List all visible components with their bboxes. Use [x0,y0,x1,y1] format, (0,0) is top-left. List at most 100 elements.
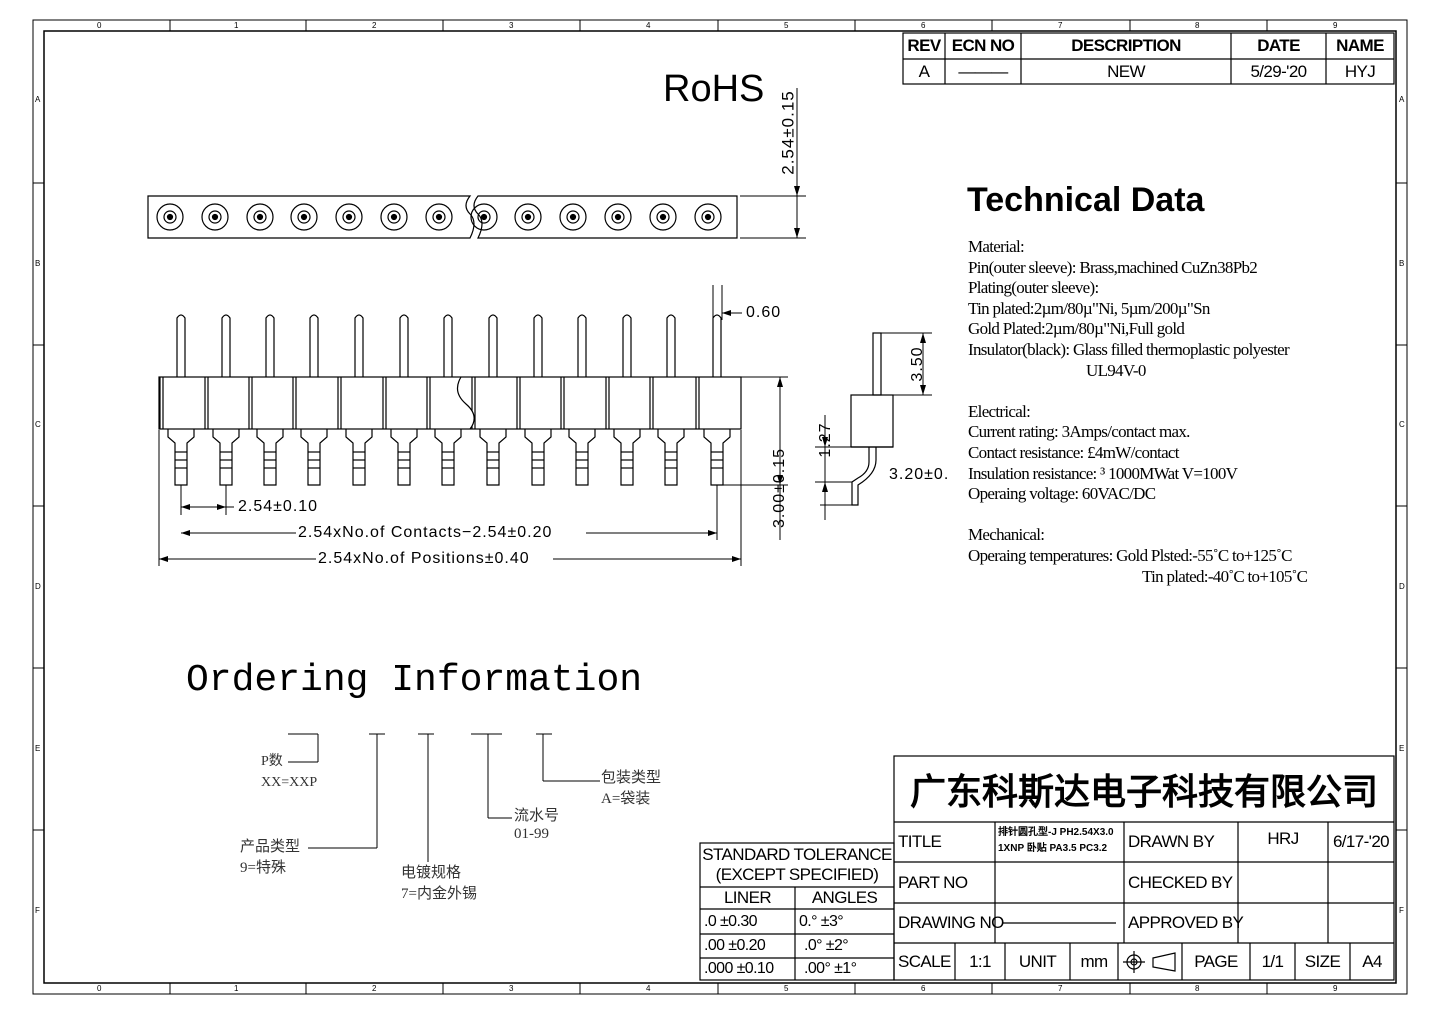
size-value: A4 [1362,951,1382,971]
pin-sleeve [212,429,240,486]
unit-value: mm [1080,951,1108,971]
contact-outline [604,203,632,231]
contact-outline [559,203,587,231]
pin-top [221,314,231,377]
pin-sleeve [613,429,641,486]
contact-center [390,213,398,221]
drawn-by-value: HRJ [1267,829,1299,848]
contact-center [659,213,667,221]
name-value: HYJ [1344,61,1376,81]
contact-center [704,213,712,221]
pin-top [622,314,632,377]
outer-frame [32,19,1408,995]
tolerance-angle-3: .00° ±1° [804,960,857,977]
pin-top [533,314,543,377]
title-label: TITLE [898,832,942,851]
frame-col-label: 9 [1333,21,1338,30]
frame-col-label: 5 [784,984,789,993]
technical-data-line: Gold Plated:2µm/80µ"Ni,Full gold [968,319,1185,339]
contact-outline [649,203,677,231]
frame-row-label: F [1399,906,1404,915]
contact-bore [566,210,580,224]
rev-header: REV [907,36,941,55]
frame-col-label: 0 [97,984,102,993]
contact-outline [470,203,498,231]
contact-bore [387,210,401,224]
contact-outline [201,203,229,231]
contact-bore [208,210,222,224]
frame-col-label: 8 [1195,984,1200,993]
page-label: PAGE [1194,951,1238,971]
technical-data-line: Insulator(black): Glass filled thermopla… [968,340,1290,359]
technical-data-line: Current rating: 3Amps/contact max. [968,422,1190,442]
pin-top [309,314,319,377]
ordering-title: Ordering Information [186,659,643,702]
drawing-no-label: DRAWING NO [898,913,1004,932]
tolerance-liner-header: LINER [723,888,772,907]
pin-sleeve [524,429,552,486]
serial-label: 流水号 [514,808,560,824]
part-no-label: PART NO [898,872,968,892]
frame-col-label: 6 [921,984,926,993]
technical-data-line: Contact resistance: £4mW/contact [968,443,1179,462]
contact-outline [246,203,274,231]
contact-bore [297,210,311,224]
pin-top [399,314,409,377]
frame-col-label: 3 [509,984,514,993]
technical-data-line: Operaing voltage: 60VAC/DC [968,484,1156,504]
p-count-value: XX=XXP [261,775,318,790]
description-value: NEW [1107,61,1145,81]
rohs-label: RoHS [663,68,765,110]
drawn-by-label: DRAWN BY [1128,832,1215,851]
page-value: 1/1 [1261,951,1284,971]
drawn-date: 6/17-'20 [1332,832,1390,851]
tolerance-liner-2: .00 ±0.20 [704,937,766,954]
frame-col-label: 3 [509,21,514,30]
frame-col-label: 0 [97,21,102,30]
frame-col-label: 1 [234,21,239,30]
tolerance-liner-1: .0 ±0.30 [704,912,758,930]
contact-bore [342,210,356,224]
frame-row-label: C [35,420,41,429]
frame-col-label: 5 [784,21,789,30]
frame-col-label: 7 [1058,21,1063,30]
frame-col-label: 4 [646,21,651,30]
dim-pitch-height: 2.54±0.15 [778,90,798,175]
approved-by-label: APPROVED BY [1128,913,1244,932]
technical-data-line: Operaing temperatures: Gold Plsted:-55˚C… [968,546,1292,565]
frame-row-label: F [35,906,40,915]
pin-sleeve [568,429,596,486]
contact-outline [156,203,184,231]
contact-center [166,213,174,221]
dim-contacts-length: 2.54xNo.of Contacts−2.54±0.20 [298,524,553,541]
technical-data-line: Material: [968,237,1025,256]
frame-row-label: A [1399,95,1405,104]
scale-label: SCALE [898,951,951,971]
checked-by-label: CHECKED BY [1128,872,1233,892]
plating-value: 7=内金外锡 [401,886,477,902]
technical-data-line: Tin plated:2µm/80µ"Ni, 5µm/200µ"Sn [968,298,1210,318]
technical-data-line: Electrical: [968,401,1031,421]
contact-bore [477,210,491,224]
company-name: 广东科斯达电子科技有限公司 [909,771,1378,812]
pin-top [488,314,498,377]
dim-pin-diameter: 0.60 [746,304,782,321]
tolerance-title-1: STANDARD TOLERANCE [702,845,892,864]
technical-data-line: Pin(outer sleeve): Brass,machined CuZn38… [968,257,1258,277]
tolerance-angle-2: .0° ±2° [804,937,849,954]
p-count-label: P数 [261,754,283,769]
pin-top [577,314,587,377]
pin-sleeve [479,429,507,486]
frame-col-label: 7 [1058,984,1063,993]
top-view [147,195,738,239]
frame-row-label: D [35,582,41,591]
pin-top [443,314,453,377]
pin-sleeve [300,429,328,486]
contact-outline [380,203,408,231]
frame-row-label: A [35,95,41,104]
contact-outline [290,203,318,231]
contact-bore [611,210,625,224]
contact-center [300,213,308,221]
technical-data-line: Plating(outer sleeve): [968,278,1099,298]
